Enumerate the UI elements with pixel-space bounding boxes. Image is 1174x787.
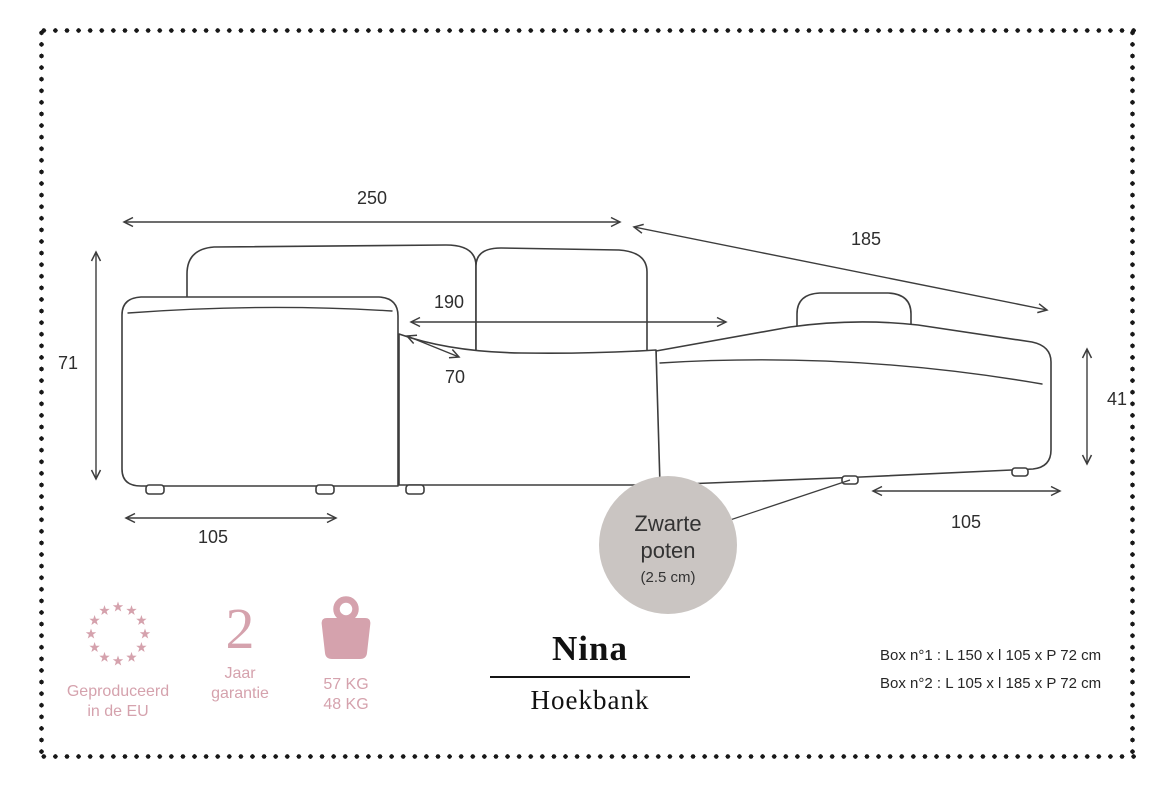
dim-label-side-height: 41	[1107, 389, 1127, 409]
badge-line2: poten	[640, 538, 695, 563]
weight-icon	[321, 596, 371, 659]
made-in-eu-label-line2: in de EU	[87, 703, 149, 720]
page-border-bottom	[38, 753, 1136, 760]
chaise-seat-edge-line	[659, 359, 1043, 385]
title-divider	[490, 676, 690, 678]
product-category: Hoekbank	[530, 685, 650, 715]
page-border-top	[38, 27, 1136, 34]
warranty-label-line2: garantie	[211, 685, 269, 702]
weight-line1: 57 KG	[323, 676, 369, 693]
dim-label-left-depth: 105	[198, 527, 228, 547]
dim-label-diagonal-depth: 185	[851, 229, 881, 249]
badge-line3: (2.5 cm)	[640, 569, 695, 586]
warranty-number: 2	[225, 596, 255, 661]
box-dimensions: Box n°1 : L 150 x l 105 x P 72 cm Box n°…	[880, 642, 1136, 698]
page-border-left	[38, 27, 45, 760]
badge-circle	[599, 476, 737, 614]
arrow-seat-height	[405, 334, 461, 359]
dimension-arrows	[90, 216, 1093, 524]
eu-stars-icon	[85, 601, 151, 666]
warranty-label-line1: Jaar	[224, 665, 256, 682]
arrow-diagonal-depth	[632, 223, 1049, 314]
weight-block: 57 KG 48 KG	[298, 594, 394, 715]
sofa-dimension-diagram: 250 185 190 70 71 41 105 105 Zwarte pote…	[58, 188, 1127, 614]
box2-dimensions: Box n°2 : L 105 x l 185 x P 72 cm	[880, 675, 1102, 692]
dim-label-seat-width: 190	[434, 292, 464, 312]
chaise-section	[655, 321, 1052, 486]
made-in-eu-label-line1: Geproduceerd	[66, 683, 170, 700]
zwarte-poten-badge: Zwarte poten (2.5 cm)	[599, 476, 851, 614]
page-border-right	[1129, 27, 1136, 760]
warranty-block: 2 Jaar garantie	[198, 598, 282, 704]
dim-label-back-height: 71	[58, 353, 78, 373]
back-cushion-middle	[475, 247, 648, 369]
product-title-block: Nina Hoekbank	[452, 629, 728, 716]
product-name: Nina	[552, 629, 628, 668]
left-armrest	[121, 296, 399, 487]
box1-dimensions: Box n°1 : L 150 x l 105 x P 72 cm	[880, 647, 1102, 664]
sofa-line-drawing	[121, 244, 1052, 495]
dimension-labels: 250 185 190 70 71 41 105 105	[58, 188, 1127, 547]
sofa-legs	[145, 467, 1029, 495]
made-in-eu-block: Geproduceerd in de EU	[62, 597, 174, 722]
seat-section	[398, 333, 661, 486]
armrest-top-edge-line	[127, 306, 393, 314]
weight-line2: 48 KG	[323, 696, 369, 713]
badge-line1: Zwarte	[634, 511, 701, 536]
dim-label-seat-height: 70	[445, 367, 465, 387]
dim-label-total-width: 250	[357, 188, 387, 208]
dim-label-right-width: 105	[951, 512, 981, 532]
